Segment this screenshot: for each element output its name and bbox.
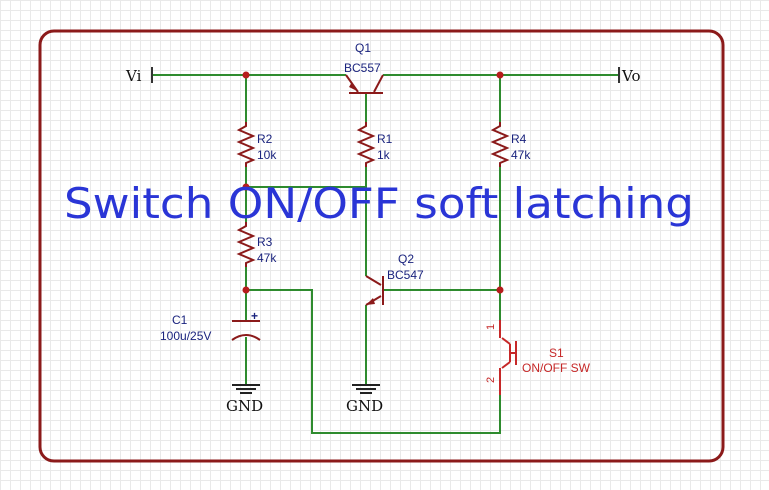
transistor-q1: Q1 BC557 bbox=[344, 41, 384, 94]
switch-s1: 1 2 S1 ON/OFF SW bbox=[485, 320, 591, 395]
resistor-r4: R4 47k bbox=[490, 122, 531, 167]
r1-ref: R1 bbox=[377, 132, 393, 146]
r2-value: 10k bbox=[257, 148, 277, 162]
port-vo-label: Vo bbox=[621, 67, 641, 85]
q2-ref: Q2 bbox=[398, 252, 414, 266]
gnd-label-right: GND bbox=[346, 397, 383, 415]
resistor-r2: R2 10k bbox=[236, 122, 277, 167]
r4-ref: R4 bbox=[511, 132, 527, 146]
r4-value: 47k bbox=[511, 148, 531, 162]
port-vi: Vi bbox=[125, 67, 153, 85]
transistor-q2: Q2 BC547 bbox=[365, 252, 424, 306]
q1-value: BC557 bbox=[344, 61, 381, 75]
junction-dot bbox=[242, 286, 250, 294]
schematic-frame bbox=[38, 29, 725, 463]
s1-pin2: 2 bbox=[485, 377, 497, 383]
c1-polarity: + bbox=[251, 309, 258, 323]
port-vi-label: Vi bbox=[125, 67, 142, 85]
c1-ref: C1 bbox=[172, 313, 188, 327]
r3-value: 47k bbox=[257, 251, 277, 265]
junction-dot bbox=[496, 286, 504, 294]
s1-value: ON/OFF SW bbox=[522, 361, 591, 375]
q1-ref: Q1 bbox=[355, 41, 371, 55]
capacitor-c1: + C1 100u/25V bbox=[160, 309, 261, 343]
port-vo: Vo bbox=[618, 67, 641, 85]
r2-ref: R2 bbox=[257, 132, 273, 146]
r3-ref: R3 bbox=[257, 235, 273, 249]
resistor-r3: R3 47k bbox=[236, 222, 277, 267]
junctions bbox=[242, 71, 504, 294]
junction-dot bbox=[496, 71, 504, 79]
junction-dot bbox=[242, 71, 250, 79]
s1-ref: S1 bbox=[549, 346, 564, 360]
wires bbox=[152, 74, 619, 434]
s1-pin1: 1 bbox=[485, 324, 497, 330]
wire-c1-switch-loop bbox=[246, 289, 501, 434]
junction-dot bbox=[242, 183, 250, 191]
ground-symbol-right: GND bbox=[346, 384, 383, 415]
ground-symbol-left: GND bbox=[226, 384, 263, 415]
q2-value: BC547 bbox=[387, 268, 424, 282]
c1-value: 100u/25V bbox=[160, 329, 211, 343]
r1-value: 1k bbox=[377, 148, 391, 162]
resistor-r1: R1 1k bbox=[356, 122, 393, 167]
diagram-title: Switch ON/OFF soft latching bbox=[64, 179, 694, 228]
gnd-label-left: GND bbox=[226, 397, 263, 415]
